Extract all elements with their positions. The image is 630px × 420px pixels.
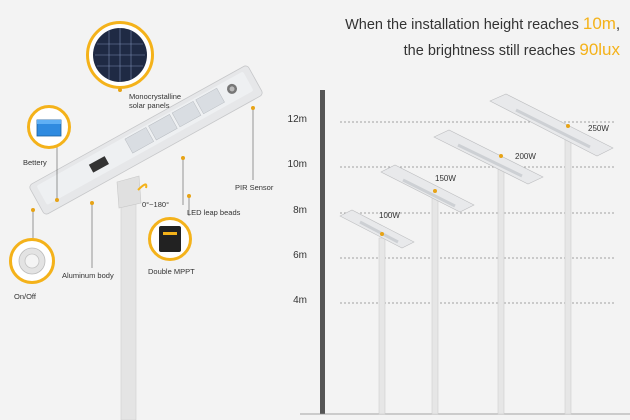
battery-callout (27, 105, 71, 149)
dot-battery (55, 198, 59, 202)
label-battery: Bettery (23, 158, 47, 167)
label-rotation-angle: 0°~180° (142, 200, 170, 209)
mppt-callout (148, 217, 192, 261)
dot-pir (251, 106, 255, 110)
headline-line-1: When the installation height reaches 10m… (345, 14, 620, 34)
dot-mppt (187, 194, 191, 198)
height-label-12m: 12m (287, 114, 307, 125)
pole-100w (339, 209, 415, 415)
dot-pole-100w (380, 232, 384, 236)
watt-label-200w: 200W (515, 152, 536, 161)
dot-pole-200w (499, 154, 503, 158)
label-double-mppt: Double MPPT (148, 267, 195, 276)
headline-lux-value: 90lux (579, 40, 620, 59)
onoff-callout (9, 238, 55, 284)
main-pole (120, 194, 137, 420)
height-axis-bar (320, 90, 325, 414)
height-label-8m: 8m (293, 205, 307, 216)
rotation-arrow (137, 183, 148, 191)
lamp-body (29, 65, 263, 215)
height-label-6m: 6m (293, 250, 307, 261)
dot-aluminum (90, 201, 94, 205)
watt-label-250w: 250W (588, 124, 609, 133)
mount-bracket (116, 175, 142, 209)
headline-line2-prefix: the brightness still reaches (403, 43, 580, 59)
dot-pole-250w (566, 124, 570, 128)
pole-150w (380, 164, 475, 415)
label-led-beads: LED leap beads (187, 208, 241, 217)
dot-solar (118, 88, 122, 92)
label-onoff: On/Off (14, 292, 36, 301)
dot-onoff (31, 208, 35, 212)
headline-line-2: the brightness still reaches 90lux (404, 40, 620, 60)
label-solar-panels: Monocrystalline solar panels (129, 92, 182, 110)
height-label-10m: 10m (287, 159, 307, 170)
label-pir-sensor: PIR Sensor (235, 183, 274, 192)
pole-250w (489, 93, 614, 415)
watt-label-150w: 150W (435, 174, 456, 183)
pole-200w (433, 129, 544, 415)
solar-panel-callout (86, 21, 154, 89)
height-label-4m: 4m (293, 295, 307, 306)
headline-height-value: 10m (582, 14, 616, 33)
watt-label-100w: 100W (379, 211, 400, 220)
dot-led (181, 156, 185, 160)
headline-line1-suffix: , (615, 17, 620, 33)
dot-pole-150w (433, 189, 437, 193)
label-aluminum-body: Aluminum body (62, 271, 114, 280)
headline-line1-prefix: When the installation height reaches (345, 17, 583, 33)
